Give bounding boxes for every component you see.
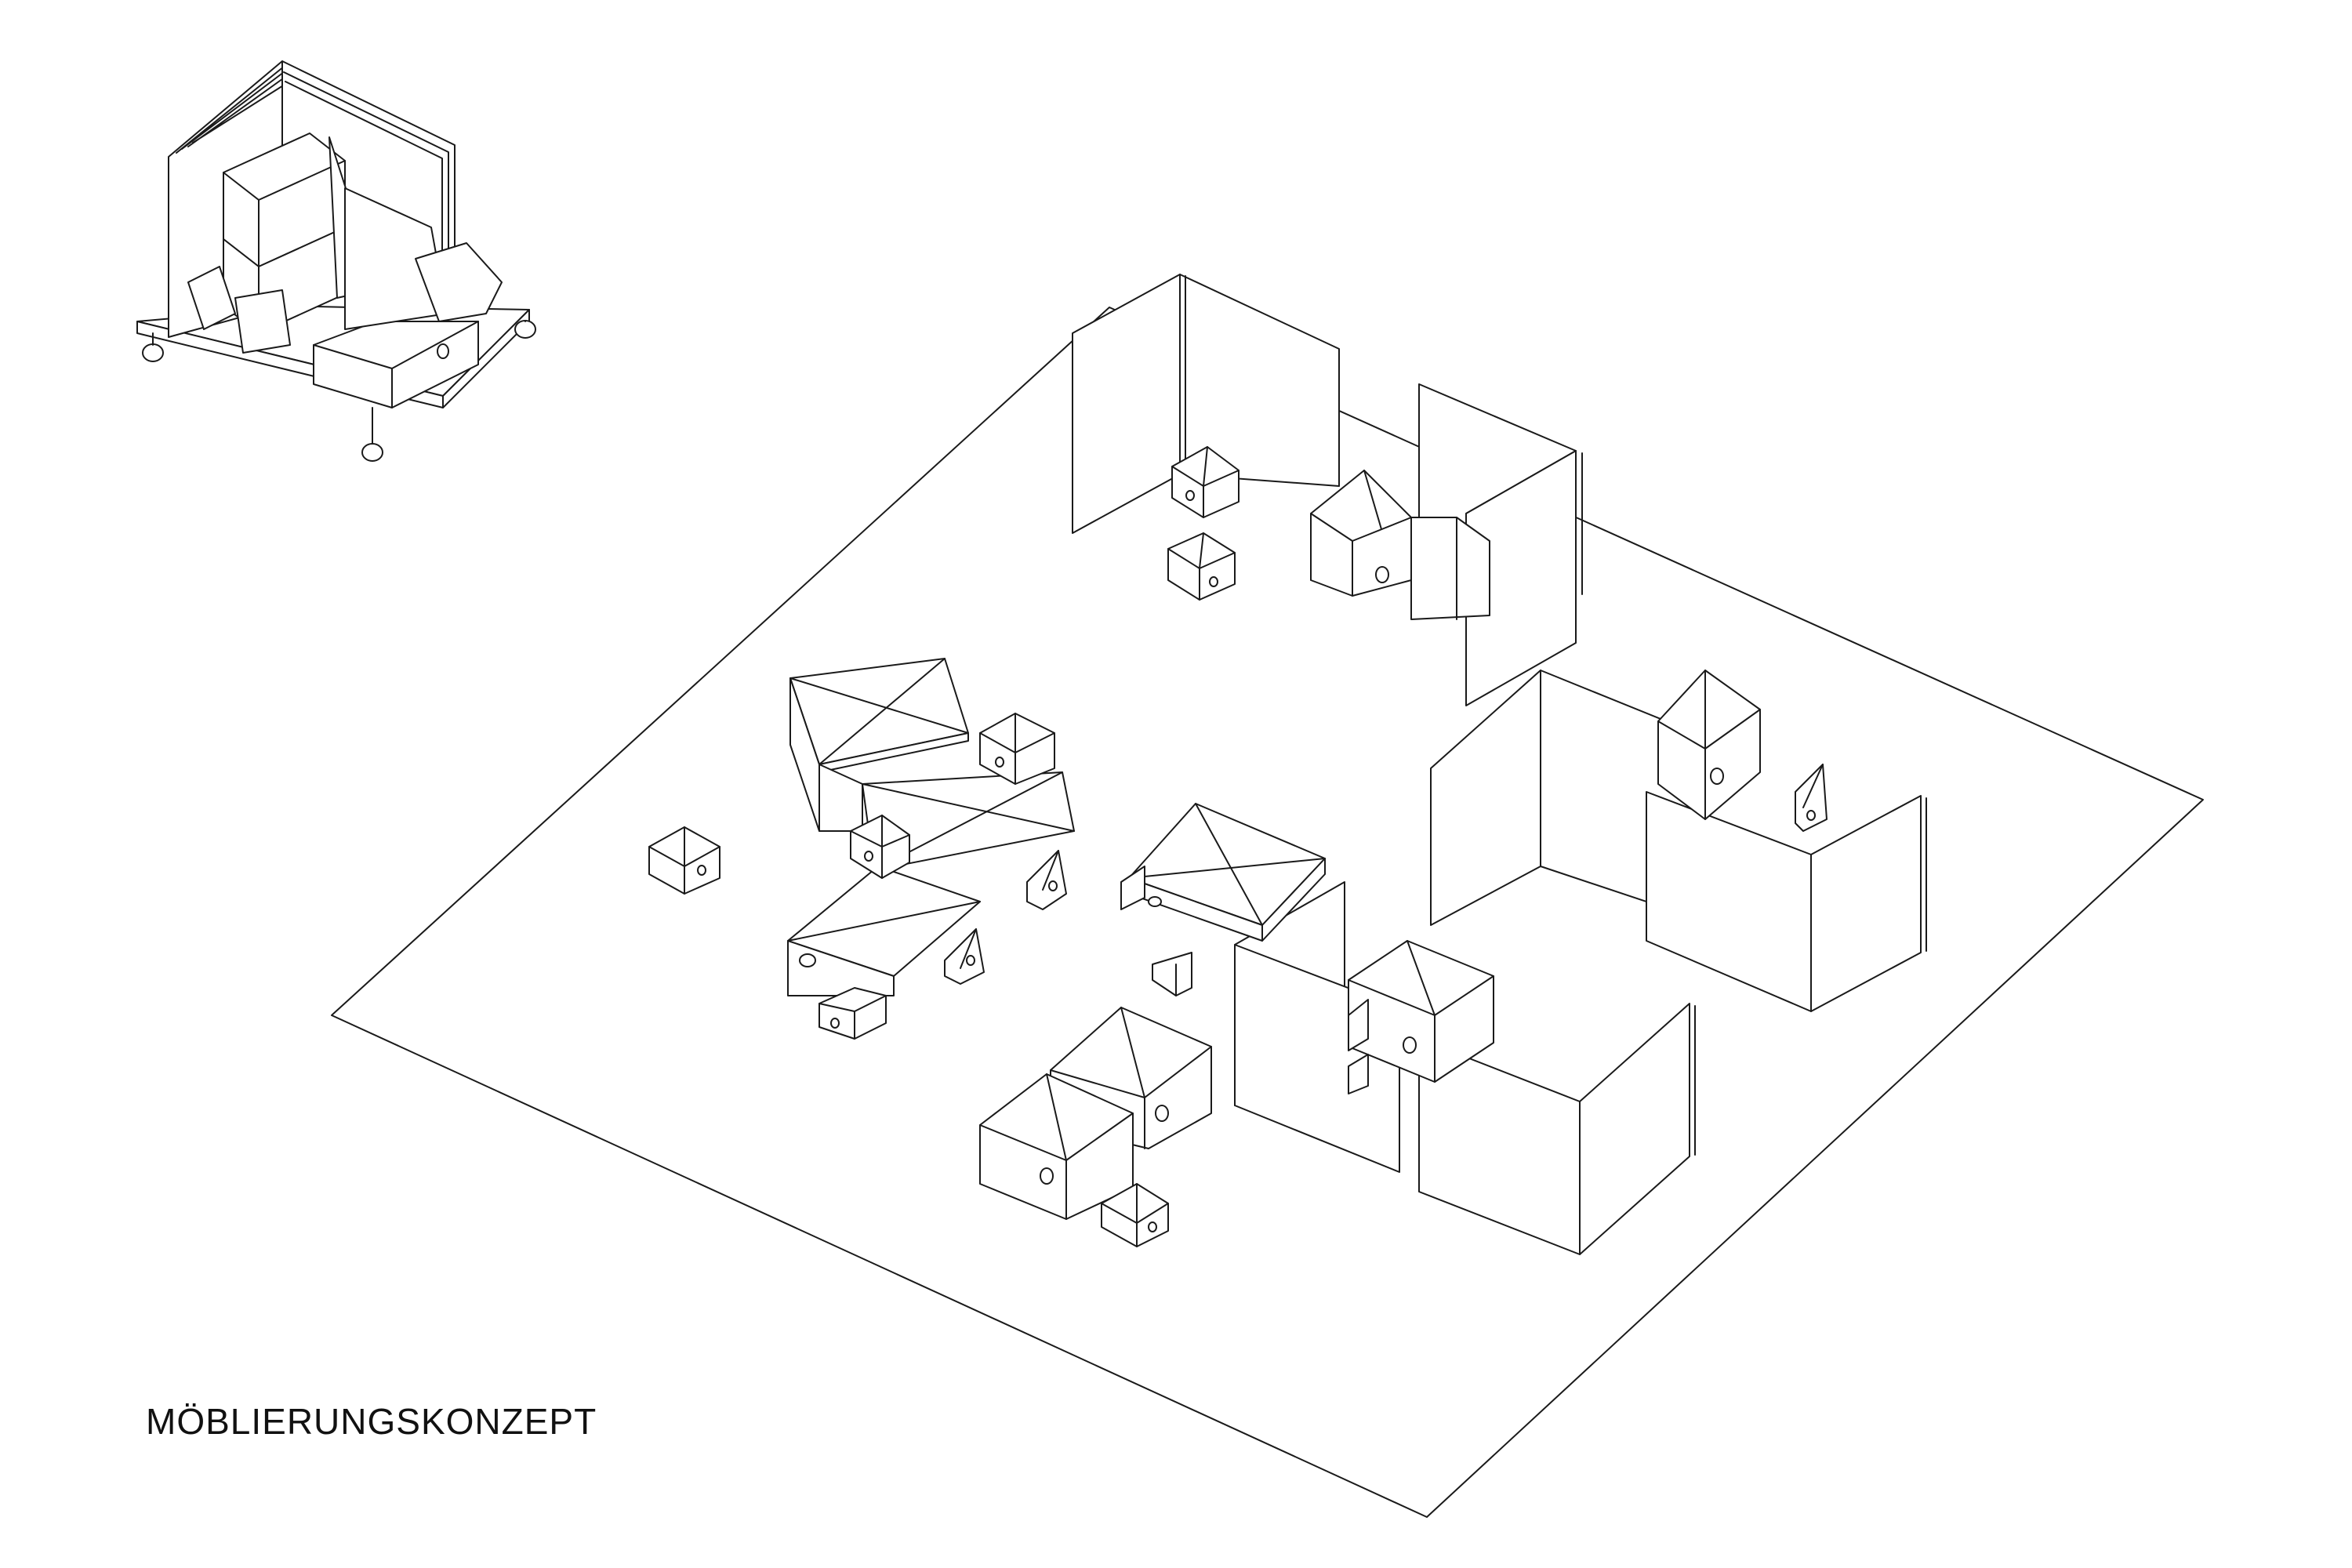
cart-panel-edges	[285, 81, 443, 292]
cart-folded-parts	[187, 266, 236, 330]
bench-upper-right	[1310, 470, 1490, 620]
table-hole	[1148, 896, 1162, 907]
bench-right-small	[1657, 670, 1761, 820]
stool-12	[1348, 999, 1369, 1094]
stool-1	[1171, 446, 1240, 518]
partition-panel	[1179, 274, 1340, 487]
cart-box-hole	[437, 343, 449, 359]
table-diagonal	[1195, 803, 1263, 926]
cart-wheel	[142, 343, 164, 362]
table-diagonal	[1128, 858, 1326, 879]
partition-panel	[1465, 450, 1577, 706]
partition-corner-top-left	[1072, 274, 1340, 534]
table-hole	[799, 953, 816, 967]
table-diagonal	[789, 677, 969, 734]
stool-11	[1101, 1183, 1169, 1247]
bench-hole	[1040, 1167, 1054, 1185]
partition-panel	[1579, 1003, 1690, 1255]
bench-hole	[1710, 768, 1724, 785]
cart-folded-parts	[415, 242, 503, 322]
table-center	[1128, 803, 1326, 942]
bench-hole	[1403, 1036, 1417, 1054]
table-left-lower	[787, 866, 981, 996]
stool-8	[818, 987, 887, 1040]
table-diagonal	[818, 658, 946, 765]
cart-wheel	[361, 443, 383, 462]
bench-hole	[1375, 566, 1389, 583]
table-diagonal	[862, 783, 1075, 832]
table-diagonal	[787, 901, 981, 942]
partition-panel	[1810, 795, 1922, 1012]
cart-folded-parts	[234, 289, 291, 354]
bench-edge	[1363, 470, 1382, 530]
bench-hole	[1155, 1105, 1169, 1122]
bench-edge	[1120, 1007, 1145, 1098]
stool-6	[1026, 850, 1067, 910]
stool-4	[648, 826, 720, 895]
stool-5	[850, 815, 910, 879]
stool-9	[1120, 866, 1192, 996]
table-apron	[787, 940, 895, 996]
stool-2	[1167, 532, 1236, 601]
cart-wheel	[514, 320, 536, 339]
bench-body	[1410, 517, 1490, 620]
bench-edge	[1046, 1073, 1067, 1161]
bench-edge	[1406, 940, 1436, 1016]
storage-cart	[136, 60, 536, 462]
table-left	[789, 658, 1075, 871]
drawing-title: MÖBLIERUNGSKONZEPT	[146, 1401, 597, 1442]
table-apron	[1261, 858, 1326, 942]
stool-10	[1795, 764, 1828, 832]
stool-7	[944, 928, 985, 985]
stool-3	[979, 713, 1055, 785]
